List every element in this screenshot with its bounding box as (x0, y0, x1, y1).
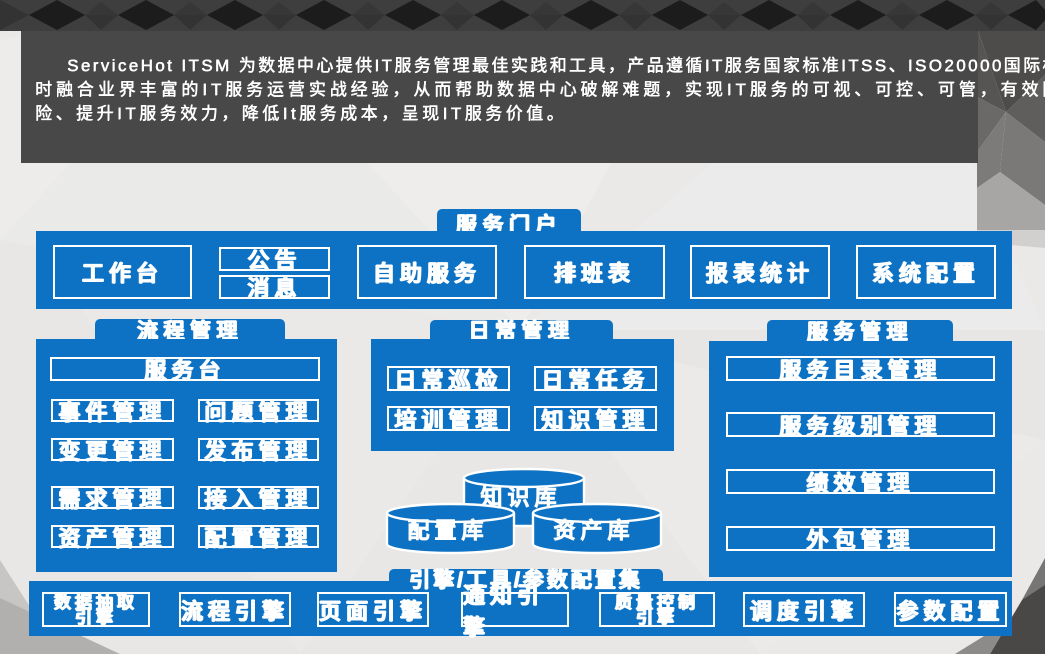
svg-text:配置库: 配置库 (407, 518, 488, 543)
svg-text:资产库: 资产库 (553, 518, 634, 543)
